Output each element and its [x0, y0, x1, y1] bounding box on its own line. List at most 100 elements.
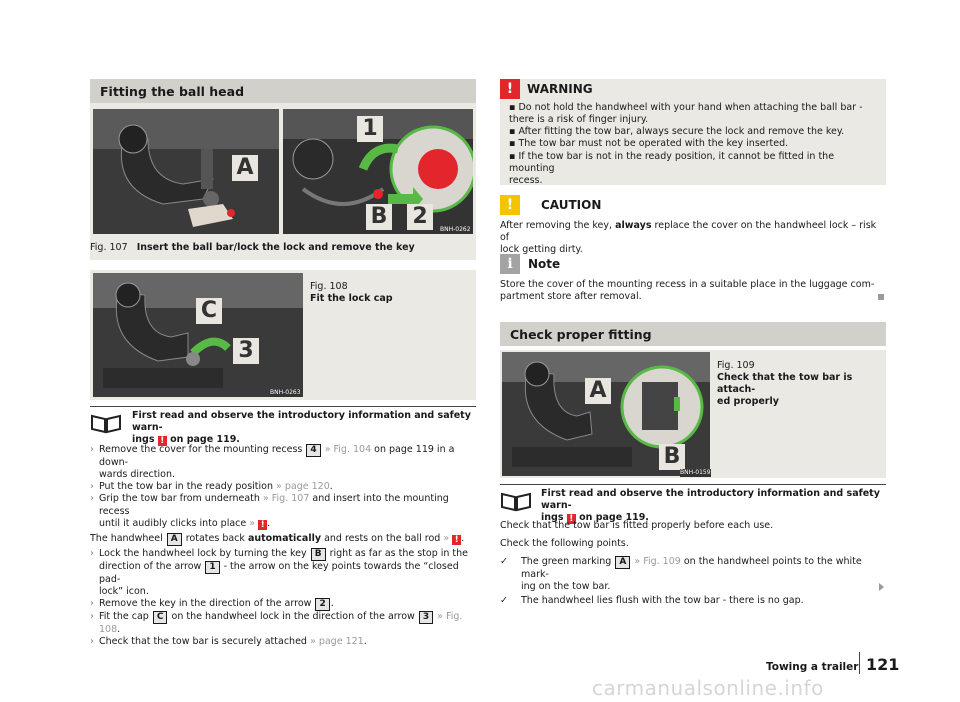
list-item: › Put the tow bar in the ready position … [90, 481, 333, 493]
list-item: › Remove the key in the direction of the… [90, 598, 334, 612]
checklist: ✓ The green marking A » Fig. 109 on the … [500, 556, 886, 607]
intro-line: ings [541, 512, 564, 524]
warning-title: WARNING [527, 82, 593, 96]
intro-line: on page 119. [579, 512, 649, 524]
step-text: on page 119 in a down- [99, 444, 455, 468]
caution-bold: always [615, 220, 652, 231]
warning-list: ▪ Do not hold the handwheel with your ha… [509, 102, 881, 187]
warning-link[interactable]: » [249, 517, 256, 529]
check-icon: ✓ [500, 556, 508, 567]
check-text: on the handwheel points to the white mar… [521, 556, 862, 580]
figure-108-code: BNH-0263 [270, 389, 301, 397]
figure-link[interactable]: » Fig. 109 [634, 556, 681, 567]
warning-text: Do not hold the handwheel with your hand… [518, 102, 863, 113]
intro-line: First read and observe the introductory … [132, 410, 471, 434]
figure-number: Fig. 108 [310, 281, 348, 292]
warning-icon: ! [566, 514, 576, 525]
page-number: 121 [866, 655, 900, 674]
list-item: › Check that the tow bar is securely att… [90, 636, 367, 648]
handwheel-illustration [502, 352, 710, 476]
warning-icon: ! [258, 519, 268, 530]
intro-line: First read and observe the introductory … [541, 488, 880, 512]
figure-107-label-b: B [366, 204, 392, 230]
step-text: until it audibly clicks into place [99, 517, 247, 529]
figure-109-label-b: B [659, 444, 685, 470]
list-item: ✓ The green marking A » Fig. 109 on the … [500, 556, 886, 593]
figure-link[interactable]: » Fig. 108 [99, 611, 463, 636]
list-item: › Lock the handwheel lock by turning the… [90, 547, 469, 598]
step-text: . [329, 481, 333, 493]
list-item: ▪ After fitting the tow bar, always secu… [509, 126, 845, 138]
figure-109-photo [502, 352, 710, 476]
warning-box [500, 79, 886, 185]
step-text: . [117, 624, 121, 636]
figure-link[interactable]: » Fig. 107 [262, 493, 310, 505]
figure-107-code: BNH-0262 [440, 226, 471, 234]
warning-link[interactable]: » [443, 532, 450, 544]
list-item: ▪ The tow bar must not be operated with … [509, 138, 789, 150]
step-text: Lock the handwheel lock by turning the k… [99, 547, 307, 559]
figure-108-caption: Fig. 108 Fit the lock cap [310, 281, 470, 305]
key-label: A [166, 532, 182, 546]
figure-107-label-1: 1 [357, 116, 383, 142]
book-icon [500, 490, 532, 512]
footer-divider [859, 652, 860, 674]
intro-line: on page 119. [170, 434, 240, 446]
figure-caption: Check that the tow bar is attach- [717, 372, 853, 396]
check-text: ing on the tow bar. [521, 581, 611, 593]
step-text: right as far as the stop in the [329, 547, 469, 559]
step-text: and insert into the mounting recess [99, 493, 449, 517]
list-item: › Remove the cover for the mounting rece… [90, 444, 455, 481]
page-link[interactable]: » page 121 [309, 636, 364, 648]
figure-caption: Fit the lock cap [310, 293, 393, 305]
warning-icon: ! [452, 534, 462, 545]
warning-text: there is a risk of finger injury. [509, 114, 649, 126]
list-item: › Grip the tow bar from underneath » Fig… [90, 493, 449, 530]
caution-title: CAUTION [541, 198, 602, 212]
key-label: B [310, 547, 326, 561]
caution-icon: ! [500, 195, 520, 215]
warning-icon: ! [157, 436, 167, 447]
step-text: . [330, 598, 334, 610]
caution-line: replace the cover on the handwheel lock … [500, 220, 877, 244]
key-label: 4 [306, 444, 321, 457]
list-item: ✓The handwheel lies flush with the tow b… [500, 595, 886, 607]
step-text: Check that the tow bar is securely attac… [99, 636, 307, 648]
section-header-check: Check proper fitting [500, 322, 886, 346]
list-item: › Fit the cap C on the handwheel lock in… [90, 611, 463, 636]
figure-108-photo [93, 273, 303, 397]
key-label: 2 [315, 598, 330, 612]
figure-link[interactable]: » Fig. 104 [324, 444, 372, 455]
warning-text: The tow bar must not be operated with th… [518, 138, 789, 150]
figure-109-label-a: A [585, 378, 611, 404]
figure-107-label-a: A [232, 155, 258, 181]
steps-list: › Remove the cover for the mounting rece… [90, 444, 480, 649]
note-line: Store the cover of the mounting recess i… [500, 279, 875, 290]
check-text: The green marking [521, 556, 612, 567]
note-title: Note [528, 257, 561, 271]
section-title: Fitting the ball head [100, 84, 245, 99]
list-item: ▪ Do not hold the handwheel with your ha… [509, 102, 863, 126]
step-text: - the arrow on the key points towards th… [99, 560, 459, 585]
figure-caption: ed properly [717, 396, 779, 408]
para-text: . [461, 532, 465, 544]
info-icon: i [500, 254, 520, 274]
step-text: direction of the arrow [99, 560, 202, 572]
figure-108-label-3: 3 [233, 338, 259, 364]
figure-109-code: BNH-0159 [680, 469, 711, 477]
intro-note: First read and observe the introductory … [541, 488, 885, 525]
warning-text: After fitting the tow bar, always secure… [518, 126, 845, 138]
key-label: C [152, 611, 168, 625]
step-text: on the handwheel lock in the direction o… [171, 611, 415, 623]
check-text: The handwheel lies flush with the tow ba… [521, 595, 804, 607]
intro-note: First read and observe the introductory … [132, 410, 476, 447]
list-item: ▪ If the tow bar is not in the ready pos… [509, 150, 835, 186]
caution-text: After removing the key, always replace t… [500, 220, 886, 256]
step-text: . [267, 517, 271, 529]
step-text: Remove the key in the direction of the a… [99, 598, 312, 610]
page-link[interactable]: » page 120 [276, 481, 330, 493]
warning-icon: ! [500, 79, 520, 99]
section-header-fitting: Fitting the ball head [90, 79, 476, 103]
warning-text: recess. [509, 174, 543, 186]
para-text: and rests on the ball rod [324, 532, 441, 544]
